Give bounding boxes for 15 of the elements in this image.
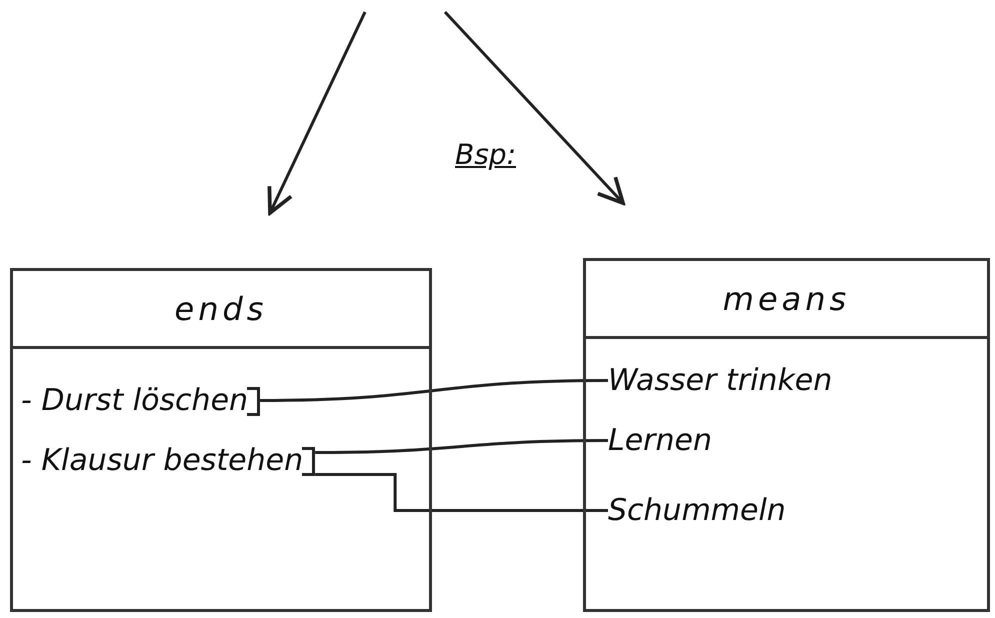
list-item: - Klausur bestehen (21, 443, 316, 478)
list-item: - Durst löschen (21, 383, 260, 418)
connector-line (315, 473, 608, 512)
list-item: Schummeln (608, 493, 786, 528)
list-panel (583, 258, 990, 612)
connector-line (315, 439, 608, 454)
connector-line (260, 379, 608, 402)
list-item: Wasser trinken (608, 363, 832, 398)
arrow (268, 11, 366, 215)
panel-title: ends (174, 290, 268, 328)
panel-title: means (722, 280, 850, 318)
list-item: Lernen (608, 423, 712, 458)
note-text: Bsp: (455, 138, 516, 171)
list-panel (10, 268, 432, 612)
arrow (444, 10, 625, 205)
